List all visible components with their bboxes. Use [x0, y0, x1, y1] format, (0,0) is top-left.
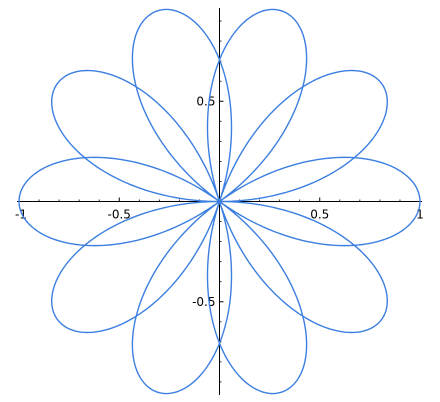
y-tick-label: 0.5: [196, 94, 215, 108]
y-tick-label: -0.5: [192, 295, 215, 309]
rose-curve-series-0: [18, 8, 421, 395]
x-tick-label: -1: [15, 208, 27, 222]
tick-labels: -1 -0.5 0.5 1 0.5 -0.5: [15, 94, 424, 309]
x-tick-label: 1: [416, 208, 424, 222]
curve-layer: [18, 8, 421, 395]
x-tick-label: 0.5: [310, 208, 329, 222]
x-tick-label: -0.5: [108, 208, 131, 222]
